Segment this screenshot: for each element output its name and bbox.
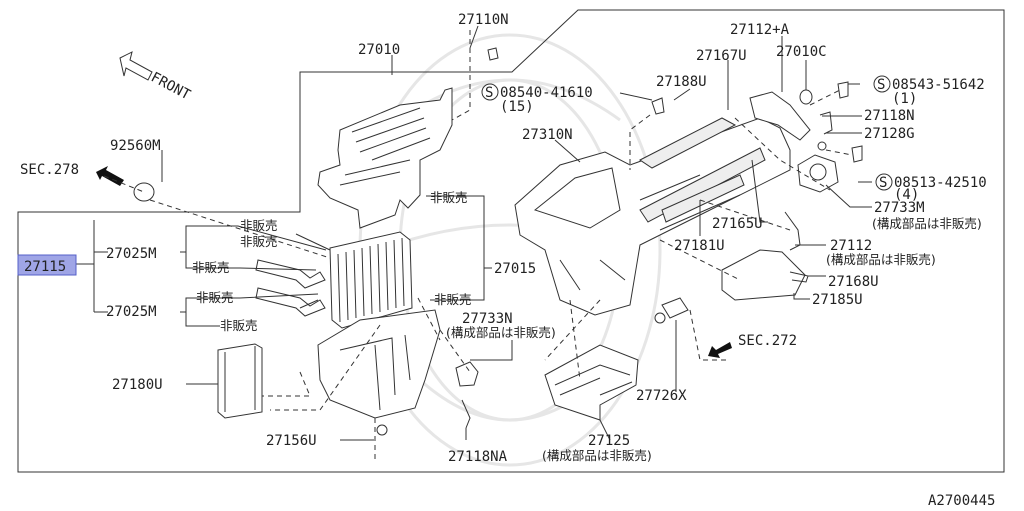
- label-27181U: 27181U: [674, 238, 725, 254]
- label-sec272: SEC.272: [738, 333, 797, 349]
- note-not-sold-d: 非販売: [196, 290, 234, 305]
- note-27112: (構成部品は非販売): [826, 252, 936, 267]
- note-not-sold-e: 非販売: [434, 292, 472, 307]
- label-27112: 27112: [830, 238, 872, 254]
- label-27188U: 27188U: [656, 74, 707, 90]
- bolt-qty-4: (4): [894, 187, 919, 203]
- label-27110N: 27110N: [458, 12, 509, 28]
- heater-core-27115: [329, 231, 413, 329]
- label-27310N: 27310N: [522, 127, 573, 143]
- upper-duct-27010: [317, 87, 453, 229]
- unit-27125: [544, 344, 639, 421]
- note-not-sold-f: 非販売: [220, 318, 258, 333]
- grommet-27010C: [799, 89, 813, 105]
- sec278-arrow: [96, 166, 124, 186]
- grommet-92560M: [133, 182, 155, 202]
- front-label: FRONT: [148, 69, 193, 103]
- rod-27112: [784, 211, 801, 251]
- filter-27180U: [217, 343, 263, 419]
- label-92560M: 92560M: [110, 138, 161, 154]
- actuator-27733N: [455, 361, 479, 387]
- cover-27185U: [721, 249, 806, 301]
- illustration-code: A2700445: [928, 493, 995, 509]
- label-27112A: 27112+A: [730, 22, 790, 38]
- label-27025M-lower: 27025M: [106, 304, 157, 320]
- label-27125: 27125: [588, 433, 630, 449]
- bolt-s-3: S: [879, 175, 887, 191]
- bolt-s-2: S: [877, 77, 885, 93]
- label-sec278: SEC.278: [20, 162, 79, 178]
- note-not-sold-c: 非販売: [192, 260, 230, 275]
- rod-27118NA: [461, 399, 471, 429]
- label-27025M-upper: 27025M: [106, 246, 157, 262]
- label-27115: 27115: [24, 259, 66, 275]
- clip-27128G: [817, 141, 827, 151]
- label-27156U: 27156U: [266, 433, 317, 449]
- label-27185U: 27185U: [812, 292, 863, 308]
- part-27115-highlight[interactable]: 27115: [17, 254, 77, 276]
- bolt-qty-15: (15): [500, 99, 534, 115]
- sec272-arrow: [708, 342, 732, 358]
- label-27180U: 27180U: [112, 377, 163, 393]
- label-27010C: 27010C: [776, 44, 827, 60]
- note-27733M: (構成部品は非販売): [872, 216, 982, 231]
- label-27128G: 27128G: [864, 126, 915, 142]
- note-27125: (構成部品は非販売): [542, 448, 652, 463]
- motor-27733M: [797, 154, 839, 193]
- leader-lines: [76, 25, 872, 460]
- bolt-s-1: S: [485, 85, 493, 101]
- bolt-number-08543: 08543-51642: [892, 77, 985, 93]
- front-arrow: FRONT: [119, 51, 193, 104]
- clip-27118N: [819, 111, 833, 135]
- bolt-number-08540: 08540-41610: [500, 85, 593, 101]
- bolts: [487, 47, 863, 163]
- label-27165U: 27165U: [712, 216, 763, 232]
- note-not-sold-27010: 非販売: [430, 190, 468, 205]
- lower-case-27156U: [317, 309, 441, 436]
- frame-outline: [17, 9, 1005, 473]
- label-27015: 27015: [494, 261, 536, 277]
- bolt-callout-08513: S 08513-42510 (4): [875, 173, 987, 203]
- rail-27188U: [639, 117, 737, 169]
- lever-27112A: [749, 91, 811, 141]
- bolt-callout-08540: S 08540-41610 (15): [481, 83, 593, 115]
- bolt-qty-1: (1): [892, 91, 917, 107]
- main-case-27310N: [514, 117, 791, 316]
- label-27733N: 27733N: [462, 311, 513, 327]
- note-27733N: (構成部品は非販売): [446, 325, 556, 340]
- pipes-27025M: [255, 259, 326, 317]
- label-27168U: 27168U: [828, 274, 879, 290]
- label-27010: 27010: [358, 42, 400, 58]
- label-27118N: 27118N: [864, 108, 915, 124]
- note-not-sold-b: 非販売: [240, 234, 278, 249]
- sensor-27726X: [654, 297, 689, 324]
- label-27733M: 27733M: [874, 200, 925, 216]
- label-27167U: 27167U: [696, 48, 747, 64]
- note-not-sold-a: 非販売: [240, 218, 278, 233]
- label-27726X: 27726X: [636, 388, 687, 404]
- clip-27168U: [789, 271, 809, 283]
- bolt-callout-08543: S 08543-51642 (1): [873, 75, 985, 107]
- bolt-number-08513: 08513-42510: [894, 175, 987, 191]
- label-27118NA: 27118NA: [448, 449, 508, 465]
